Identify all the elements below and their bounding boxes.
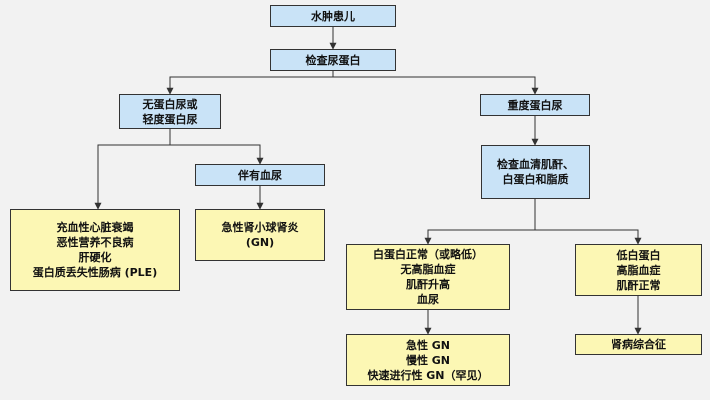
node-low-albumin: 低白蛋白 高脂血症 肌酐正常: [575, 244, 702, 296]
node-line: (GN): [245, 236, 275, 249]
node-line: 白蛋白正常（或略低）: [373, 248, 483, 261]
node-check-serum: 检查血清肌酐、 白蛋白和脂质: [481, 145, 590, 199]
node-check-urine-protein: 检查尿蛋白: [270, 49, 396, 71]
node-no-or-mild-proteinuria: 无蛋白尿或 轻度蛋白尿: [119, 94, 221, 129]
node-line: 快速进行性 GN（罕见）: [367, 368, 489, 382]
node-acute-gn: 急性肾小球肾炎 (GN): [195, 209, 325, 261]
node-line: 恶性营养不良病: [56, 236, 134, 249]
node-with-hematuria: 伴有血尿: [195, 164, 325, 186]
node-non-renal-causes: 充血性心脏衰竭 恶性营养不良病 肝硬化 蛋白质丢失性肠病 (PLE): [10, 209, 180, 291]
node-line: 检查尿蛋白: [305, 53, 361, 67]
connector-mild-to-children: [97, 128, 171, 208]
node-line: 慢性 GN: [405, 353, 451, 367]
node-line: 血尿: [417, 293, 439, 306]
connector-serum-to-results: [427, 199, 536, 243]
node-line: 肌酐升高: [406, 278, 450, 291]
node-line: 蛋白质丢失性肠病 (PLE): [32, 266, 158, 279]
node-line: 无蛋白尿或: [142, 97, 198, 111]
node-line: 低白蛋白: [616, 248, 661, 262]
node-line: 充血性心脏衰竭: [56, 221, 134, 234]
node-edema-child: 水肿患儿: [270, 5, 396, 27]
node-nephrotic-syndrome: 肾病综合征: [575, 334, 702, 355]
node-line: 急性 GN: [405, 338, 451, 352]
node-line: 无高脂血症: [400, 263, 456, 276]
node-line: 重度蛋白尿: [507, 98, 563, 112]
node-line: 肾病综合征: [611, 338, 666, 351]
node-line: 高脂血症: [616, 263, 661, 277]
node-line: 伴有血尿: [238, 168, 282, 182]
node-line: 白蛋白和脂质: [502, 173, 569, 186]
node-line: 轻度蛋白尿: [142, 112, 198, 126]
node-heavy-proteinuria: 重度蛋白尿: [480, 94, 590, 116]
node-line: 检查血清肌酐、: [497, 158, 574, 171]
connector-check-to-branches: [169, 76, 536, 93]
node-line: 肝硬化: [78, 251, 112, 264]
node-line: 水肿患儿: [311, 9, 355, 23]
node-line: 肌酐正常: [616, 278, 661, 292]
node-gn-types: 急性 GN 慢性 GN 快速进行性 GN（罕见）: [346, 334, 510, 386]
node-line: 急性肾小球肾炎: [221, 221, 299, 234]
node-normal-albumin: 白蛋白正常（或略低） 无高脂血症 肌酐升高 血尿: [346, 244, 510, 310]
